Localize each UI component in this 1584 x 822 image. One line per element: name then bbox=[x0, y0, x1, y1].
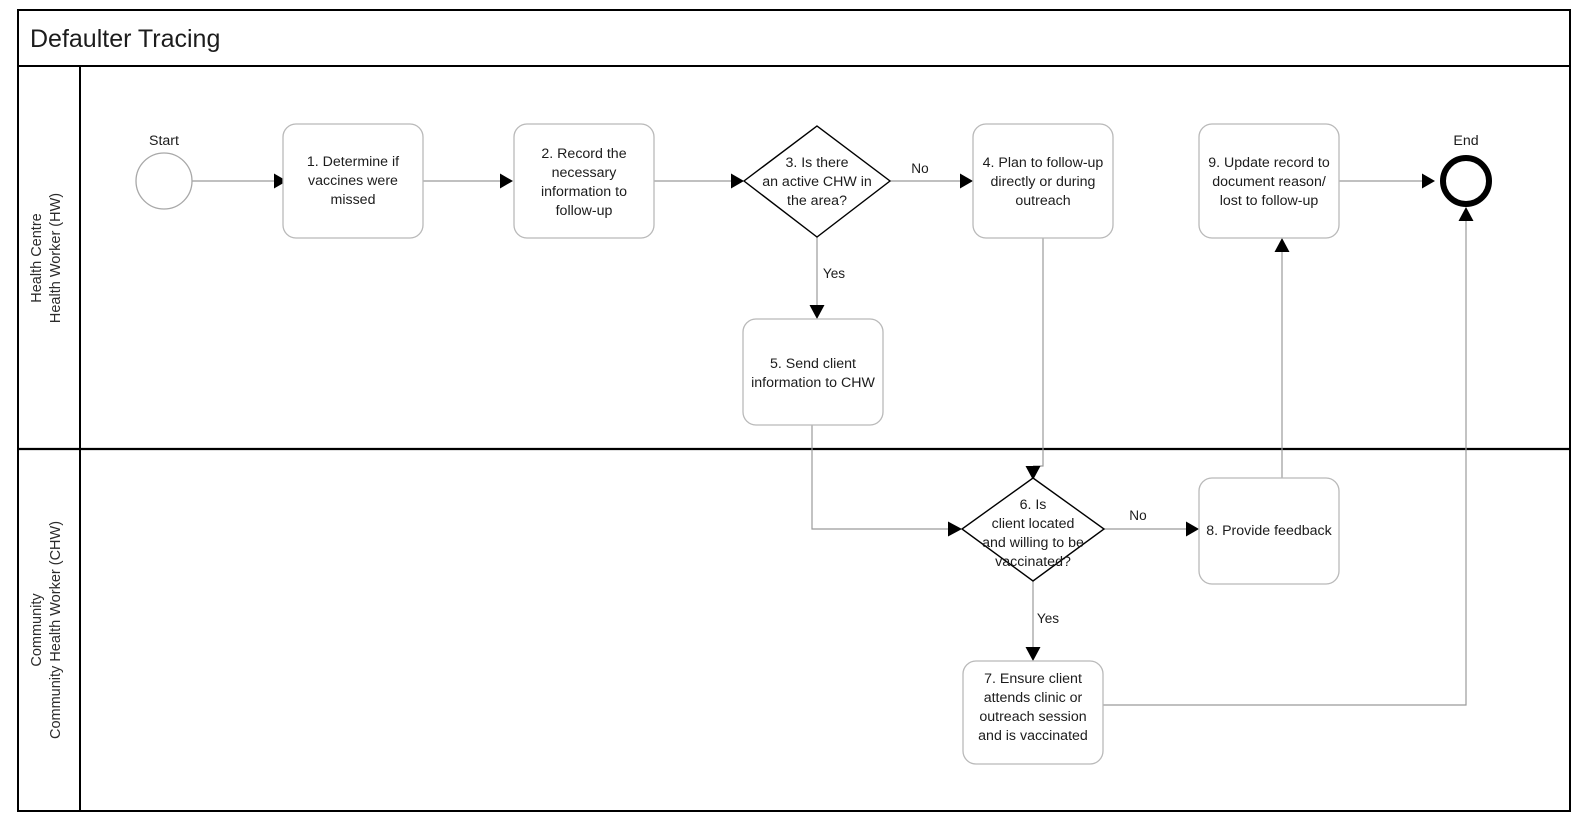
task-4[interactable]: 4. Plan to follow-up directly or during … bbox=[972, 123, 1114, 239]
gateway-6-line-3: and willing to be bbox=[982, 535, 1084, 551]
task-9-line-1: 9. Update record to bbox=[1208, 155, 1330, 171]
task-1-line-3: missed bbox=[331, 192, 376, 208]
task-5-line-2: information to CHW bbox=[751, 375, 875, 391]
flow-gateway3-yes-to-task5 bbox=[809, 237, 825, 319]
task-1-line-2: vaccines were bbox=[308, 173, 398, 189]
flow-gateway6-yes-to-task7 bbox=[1025, 581, 1041, 661]
start-event-label: Start bbox=[149, 133, 179, 149]
lane-label-community-health-worker: Community Community Health Worker (CHW) bbox=[29, 521, 64, 739]
lane-chw-label-line1: Community bbox=[29, 593, 45, 667]
lane-hw-label-line2: Health Worker (HW) bbox=[48, 193, 64, 323]
lane-hw-label-line1: Health Centre bbox=[29, 213, 45, 302]
gateway-3[interactable]: 3. Is there an active CHW in the area? bbox=[742, 125, 892, 238]
flow-task7-to-end bbox=[1102, 207, 1474, 706]
flow-task1-to-task2 bbox=[423, 173, 513, 189]
task-2-line-3: information to bbox=[541, 184, 627, 200]
task-9-line-2: document reason/ bbox=[1212, 174, 1326, 190]
gateway-6-line-1: 6. Is bbox=[1020, 497, 1047, 513]
task-7-line-1: 7. Ensure client bbox=[984, 671, 1082, 687]
task-7-line-4: and is vaccinated bbox=[978, 728, 1088, 744]
edge-label-gateway6-no: No bbox=[1129, 508, 1146, 523]
flow-task8-to-task9 bbox=[1274, 238, 1290, 478]
sequence-flows: task4 --> task5 --> task8 --> bbox=[192, 173, 1474, 706]
flow-gateway3-no-to-task4 bbox=[890, 173, 973, 189]
flow-start-to-task1 bbox=[192, 173, 287, 189]
gateway-6[interactable]: 6. Is client located and willing to be v… bbox=[960, 477, 1106, 582]
task-4-line-1: 4. Plan to follow-up bbox=[983, 155, 1104, 171]
task-2-line-4: follow-up bbox=[556, 203, 613, 219]
task-2[interactable]: 2. Record the necessary information to f… bbox=[513, 123, 655, 239]
edge-label-gateway3-yes: Yes bbox=[823, 266, 845, 281]
task-1-line-1: 1. Determine if bbox=[307, 154, 399, 170]
lane-chw-label-line2: Community Health Worker (CHW) bbox=[48, 521, 64, 739]
task-5[interactable]: 5. Send client information to CHW bbox=[742, 318, 884, 426]
diagram-title: Defaulter Tracing bbox=[30, 25, 220, 53]
task-7-line-3: outreach session bbox=[979, 709, 1086, 725]
flow-task2-to-gateway3 bbox=[654, 173, 744, 189]
edge-label-gateway3-no: No bbox=[911, 161, 928, 176]
task-1[interactable]: 1. Determine if vaccines were missed bbox=[282, 123, 424, 239]
end-event-label: End bbox=[1453, 133, 1478, 149]
start-event[interactable]: Start bbox=[135, 133, 193, 210]
task-7[interactable]: 7. Ensure client attends clinic or outre… bbox=[962, 660, 1104, 765]
task-9[interactable]: 9. Update record to document reason/ los… bbox=[1198, 123, 1340, 239]
task-8[interactable]: 8. Provide feedback bbox=[1198, 477, 1340, 585]
task-4-line-3: outreach bbox=[1015, 193, 1070, 209]
task-2-line-1: 2. Record the bbox=[541, 146, 626, 162]
task-8-line-1: 8. Provide feedback bbox=[1206, 523, 1332, 539]
end-event[interactable]: End bbox=[1440, 133, 1492, 207]
edge-label-gateway6-yes: Yes bbox=[1037, 611, 1059, 626]
gateway-6-line-2: client located bbox=[992, 516, 1075, 532]
gateway-3-line-3: the area? bbox=[787, 193, 847, 209]
flow-task4-to-gateway6 bbox=[1025, 238, 1044, 480]
task-5-line-1: 5. Send client bbox=[770, 356, 856, 372]
flow-task9-to-end bbox=[1338, 173, 1435, 189]
task-4-line-2: directly or during bbox=[991, 174, 1096, 190]
gateway-3-line-1: 3. Is there bbox=[785, 155, 848, 171]
gateway-3-line-2: an active CHW in bbox=[762, 174, 872, 190]
lane-label-health-worker: Health Centre Health Worker (HW) bbox=[29, 193, 64, 323]
task-9-line-3: lost to follow-up bbox=[1220, 193, 1319, 209]
flow-task5-to-gateway6 bbox=[811, 425, 962, 537]
task-2-line-2: necessary bbox=[552, 165, 618, 181]
task-7-line-2: attends clinic or bbox=[984, 690, 1083, 706]
flow-gateway6-no-to-task8 bbox=[1104, 521, 1199, 537]
gateway-6-line-4: vaccinated? bbox=[995, 554, 1071, 570]
